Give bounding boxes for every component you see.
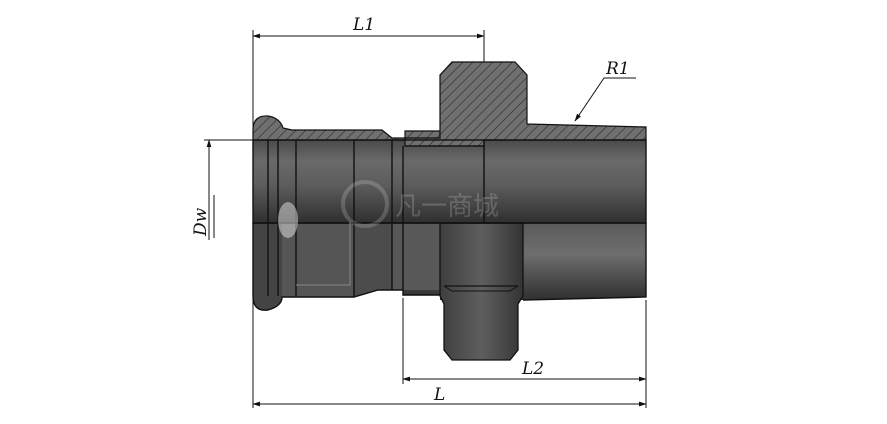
lower-outline xyxy=(252,223,440,311)
dimension-labels: L1 R1 L2 L Dw xyxy=(191,15,630,405)
hex-edge-l xyxy=(443,285,453,292)
r1-leader xyxy=(574,77,636,122)
bore-highlight xyxy=(278,202,298,238)
watermark-logo xyxy=(341,180,389,228)
label-r1: R1 xyxy=(605,59,630,79)
transition-lower xyxy=(354,223,392,297)
press-sleeve-wall xyxy=(252,115,441,141)
inner-seal-line xyxy=(296,222,351,286)
label-l1: L1 xyxy=(352,15,375,35)
neck-lower xyxy=(392,223,440,290)
bore-upper xyxy=(253,140,646,223)
label-l2: L2 xyxy=(521,359,544,379)
watermark: 凡一商城 xyxy=(341,180,499,228)
dimensions xyxy=(204,30,647,408)
watermark-text: 凡一商城 xyxy=(395,192,499,222)
lower-right-outline xyxy=(522,223,647,301)
label-dw: Dw xyxy=(191,207,211,237)
hex-nut-lower xyxy=(439,222,524,361)
label-l: L xyxy=(433,385,445,405)
hex-edge-r xyxy=(509,285,519,292)
